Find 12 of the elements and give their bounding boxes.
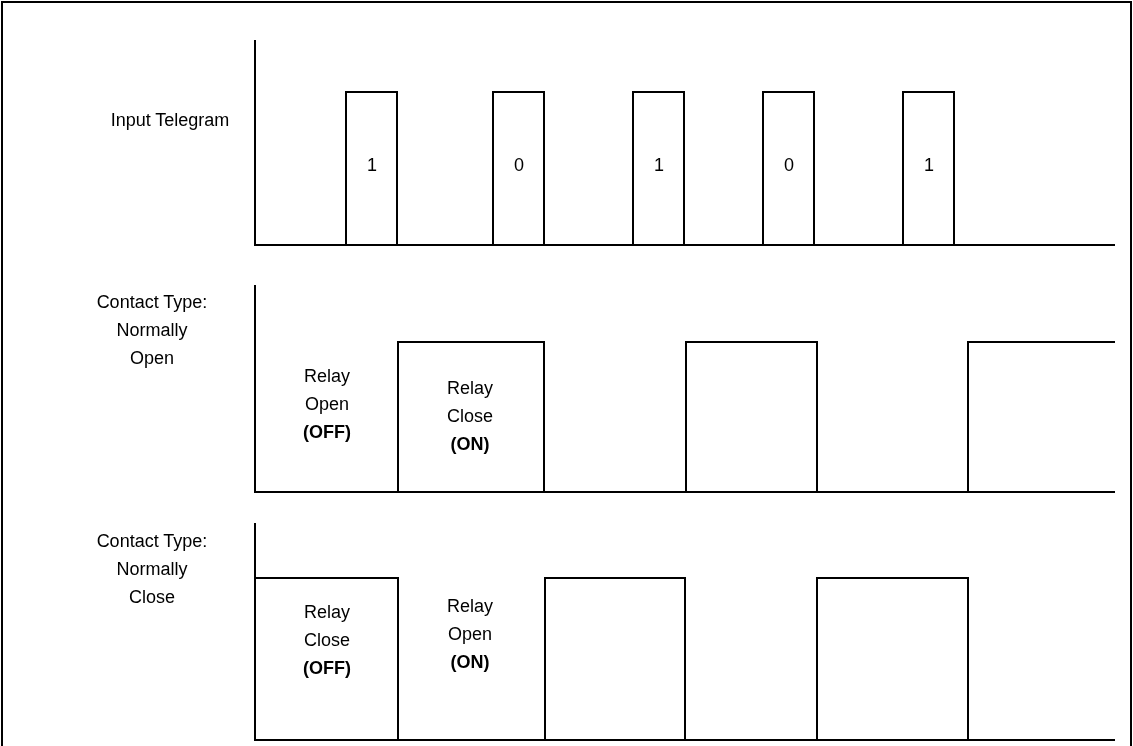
bit-value: 1 xyxy=(653,154,665,177)
state-label: Relay Close (OFF) xyxy=(302,601,352,680)
bit-value: 0 xyxy=(783,154,795,177)
state-label: Relay Open (OFF) xyxy=(302,365,352,444)
signal-label: Input Telegram xyxy=(109,109,231,132)
bit-value: 0 xyxy=(513,154,525,177)
bit-value: 1 xyxy=(366,154,378,177)
state-label: Relay Open (ON) xyxy=(446,595,494,674)
bit-value: 1 xyxy=(923,154,935,177)
state-label: Relay Close (ON) xyxy=(446,377,494,456)
signal-label: Contact Type: Normally Open xyxy=(95,291,209,370)
signal-label: Contact Type: Normally Close xyxy=(95,530,209,609)
